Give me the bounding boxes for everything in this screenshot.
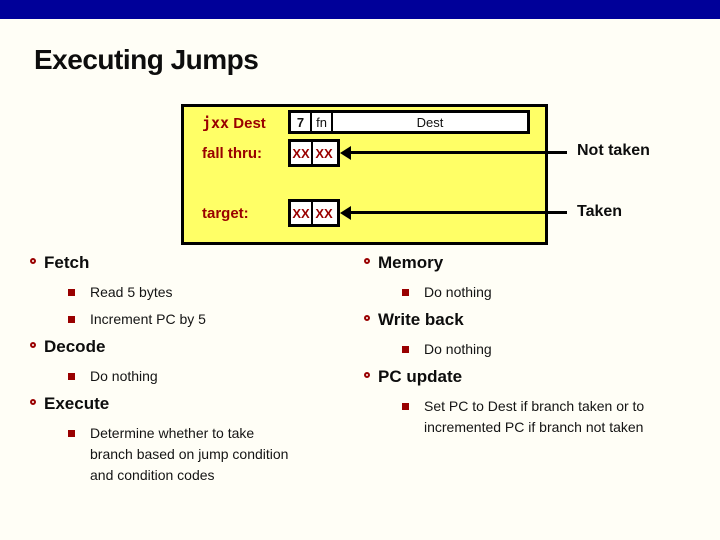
byte-cell: XX xyxy=(291,142,313,164)
square-bullet-icon xyxy=(68,289,75,296)
instruction-label: jxx Dest xyxy=(202,114,266,132)
circle-bullet-icon xyxy=(30,258,36,264)
stage-heading-decode: Decode xyxy=(30,336,295,358)
instruction-encoding-diagram: jxx Dest 7 fn Dest fall thru: XX XX targ… xyxy=(181,104,548,245)
stage-title: Execute xyxy=(44,394,110,413)
stage-item-text: Do nothing xyxy=(90,368,158,384)
fn-cell: fn xyxy=(312,113,333,131)
pipeline-stages-right-column: Memory Do nothing Write back Do nothing … xyxy=(364,252,649,444)
byte-cell: XX xyxy=(291,202,313,224)
stage-item-text: Increment PC by 5 xyxy=(90,311,206,327)
stage-title: Fetch xyxy=(44,253,90,272)
mnemonic-operand-text: Dest xyxy=(233,115,266,132)
byte-cell: XX xyxy=(315,205,333,221)
stage-item: Do nothing xyxy=(30,366,295,387)
slide-top-bar xyxy=(0,0,720,19)
target-bytes-box: XX XX xyxy=(288,199,340,227)
stage-item-text: Set PC to Dest if branch taken or to inc… xyxy=(424,398,645,435)
opcode-cell: 7 xyxy=(291,113,312,131)
stage-item: Do nothing xyxy=(364,339,649,360)
stage-item: Increment PC by 5 xyxy=(30,309,295,330)
square-bullet-icon xyxy=(68,316,75,323)
dest-field-cell: Dest xyxy=(416,114,444,130)
circle-bullet-icon xyxy=(364,258,370,264)
left-arrowhead-icon xyxy=(340,206,351,220)
stage-item-text: Do nothing xyxy=(424,284,492,300)
circle-bullet-icon xyxy=(30,342,36,348)
stage-item: Do nothing xyxy=(364,282,649,303)
fall-thru-label: fall thru: xyxy=(202,145,262,162)
circle-bullet-icon xyxy=(364,372,370,378)
stage-heading-write-back: Write back xyxy=(364,309,649,331)
stage-title: Memory xyxy=(378,253,444,272)
left-arrowhead-icon xyxy=(340,146,351,160)
stage-item-text: Read 5 bytes xyxy=(90,284,173,300)
stage-title: PC update xyxy=(378,367,463,386)
stage-item: Set PC to Dest if branch taken or to inc… xyxy=(364,396,649,438)
circle-bullet-icon xyxy=(30,399,36,405)
square-bullet-icon xyxy=(68,430,75,437)
stage-heading-execute: Execute xyxy=(30,393,295,415)
fall-thru-bytes-box: XX XX xyxy=(288,139,340,167)
page-title: Executing Jumps xyxy=(34,44,259,75)
stage-heading-memory: Memory xyxy=(364,252,649,274)
stage-item-text: Do nothing xyxy=(424,341,492,357)
not-taken-arrow xyxy=(349,151,567,154)
mnemonic-text: jxx xyxy=(202,114,230,132)
taken-label: Taken xyxy=(577,203,623,220)
square-bullet-icon xyxy=(402,346,409,353)
not-taken-label: Not taken xyxy=(577,142,650,159)
target-label: target: xyxy=(202,205,249,222)
stage-item: Read 5 bytes xyxy=(30,282,295,303)
pipeline-stages-left-column: Fetch Read 5 bytes Increment PC by 5 Dec… xyxy=(30,252,295,492)
circle-bullet-icon xyxy=(364,315,370,321)
square-bullet-icon xyxy=(402,403,409,410)
stage-item: Determine whether to take branch based o… xyxy=(30,423,295,486)
stage-heading-pc-update: PC update xyxy=(364,366,649,388)
stage-title: Decode xyxy=(44,337,106,356)
instruction-word-box: 7 fn Dest xyxy=(288,110,530,134)
taken-arrow xyxy=(349,211,567,214)
square-bullet-icon xyxy=(402,289,409,296)
square-bullet-icon xyxy=(68,373,75,380)
byte-cell: XX xyxy=(315,145,333,161)
stage-heading-fetch: Fetch xyxy=(30,252,295,274)
stage-title: Write back xyxy=(378,310,464,329)
stage-item-text: Determine whether to take branch based o… xyxy=(90,425,289,483)
